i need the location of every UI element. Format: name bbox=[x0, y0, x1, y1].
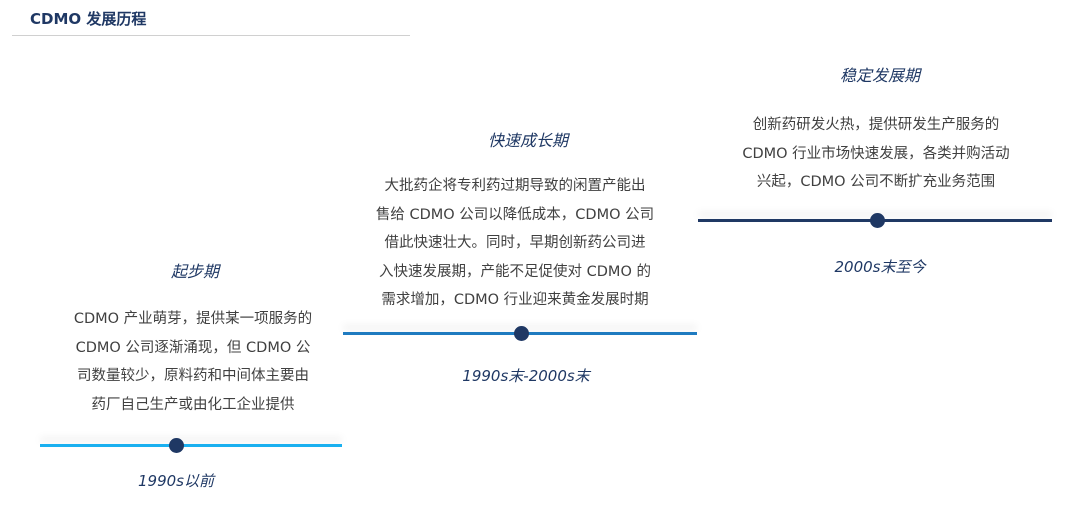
stage-title: 起步期 bbox=[170, 262, 219, 281]
stage-description: CDMO 产业萌芽，提供某一项服务的 CDMO 公司逐渐涌现，但 CDMO 公 … bbox=[13, 305, 373, 419]
timeline-dot bbox=[870, 213, 885, 228]
desc-line: 入快速发展期，产能不足促使对 CDMO 的 bbox=[379, 263, 651, 280]
stage-description: 创新药研发火热，提供研发生产服务的 CDMO 行业市场快速发展，各类并购活动 兴… bbox=[696, 111, 1056, 197]
desc-line: 借此快速壮大。同时，早期创新药公司进 bbox=[384, 235, 646, 251]
timeline-dot bbox=[514, 326, 529, 341]
stage-title: 快速成长期 bbox=[487, 131, 568, 150]
header-divider bbox=[12, 35, 410, 36]
stage-title: 稳定发展期 bbox=[839, 66, 920, 85]
stage-date: 1990s末-2000s末 bbox=[462, 367, 590, 385]
stage-date: 2000s末至今 bbox=[834, 258, 926, 276]
timeline-segment bbox=[40, 444, 342, 447]
desc-line: 创新药研发火热，提供研发生产服务的 bbox=[752, 117, 1000, 133]
stage-date: 1990s以前 bbox=[138, 472, 214, 490]
desc-line: CDMO 行业市场快速发展，各类并购活动 bbox=[742, 145, 1010, 162]
desc-line: 司数量较少，原料药和中间体主要由 bbox=[77, 368, 309, 384]
desc-line: 兴起，CDMO 公司不断扩充业务范围 bbox=[756, 174, 996, 190]
page-title: CDMO 发展历程 bbox=[30, 10, 147, 28]
stage-description: 大批药企将专利药过期导致的闲置产能出 售给 CDMO 公司以降低成本，CDMO … bbox=[335, 172, 695, 315]
desc-line: 大批药企将专利药过期导致的闲置产能出 bbox=[384, 178, 646, 194]
desc-line: 需求增加，CDMO 行业迎来黄金发展时期 bbox=[381, 292, 649, 308]
timeline-dot bbox=[169, 438, 184, 453]
desc-line: 售给 CDMO 公司以降低成本，CDMO 公司 bbox=[375, 206, 655, 223]
desc-line: CDMO 公司逐渐涌现，但 CDMO 公 bbox=[75, 339, 311, 356]
desc-line: 药厂自己生产或由化工企业提供 bbox=[91, 396, 295, 413]
desc-line: CDMO 产业萌芽，提供某一项服务的 bbox=[73, 311, 313, 327]
